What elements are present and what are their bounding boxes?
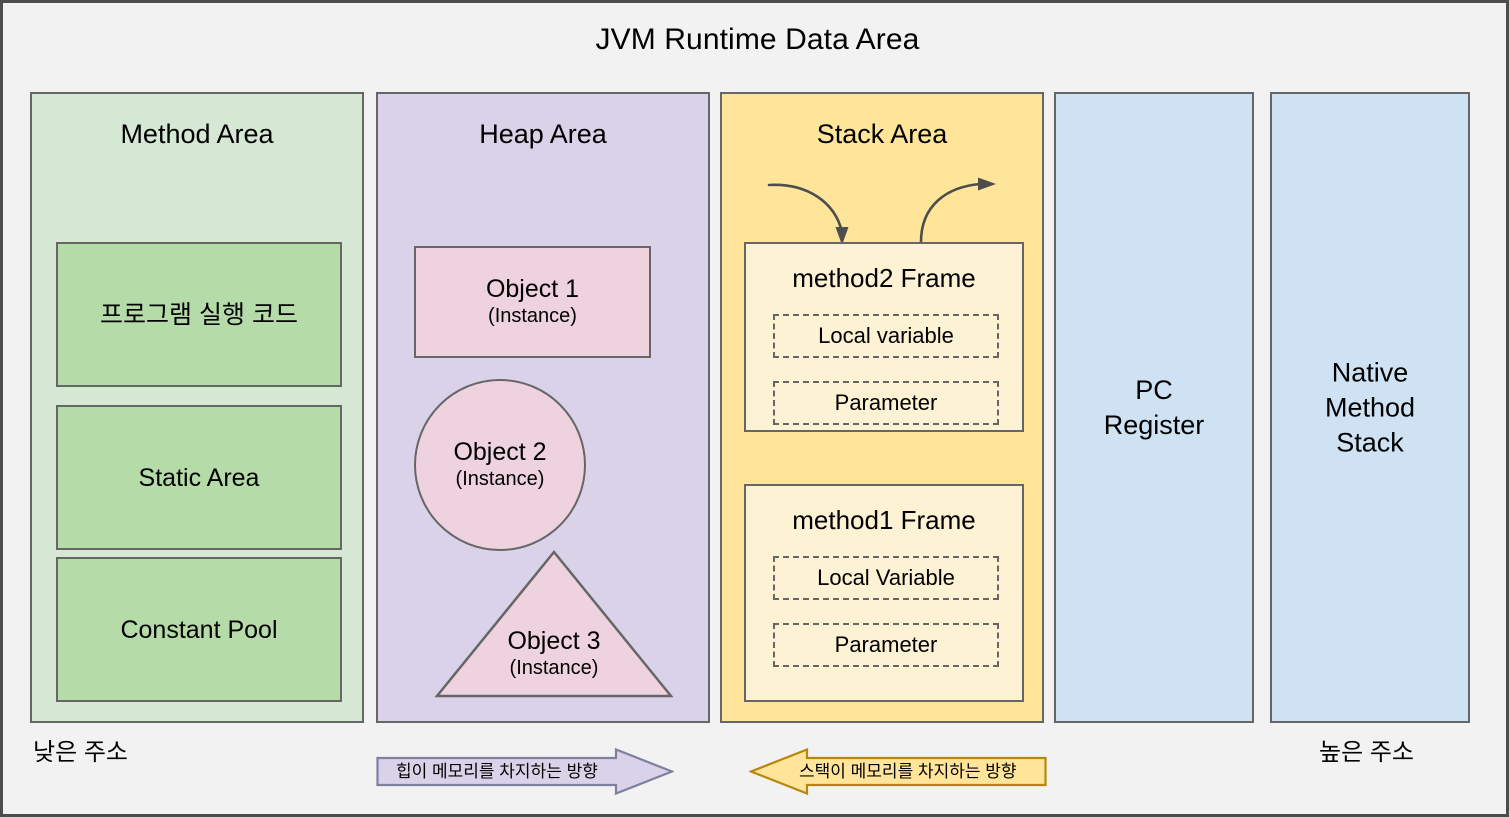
triangle-shape-icon	[434, 550, 674, 698]
right-arrow-icon	[376, 748, 674, 795]
left-arrow-icon	[749, 748, 1047, 795]
heap-object-name: Object 1	[485, 275, 580, 303]
stack-frame-method2: method2 Frame Local variable Parameter	[744, 242, 1024, 432]
native-method-stack-line3: Stack	[1336, 427, 1404, 457]
stack-frame-slot-local-variable: Local Variable	[773, 556, 999, 600]
pop-arrow-icon	[919, 177, 996, 244]
stack-frame-slot-parameter: Parameter	[773, 623, 999, 667]
page-title: JVM Runtime Data Area	[595, 23, 920, 56]
stack-frame-slot-label: Local Variable	[817, 565, 955, 590]
heap-object-subtitle: (Instance)	[488, 305, 577, 327]
method-area-panel: Method Area 프로그램 실행 코드 Static Area Const…	[30, 92, 364, 723]
heap-growth-direction-arrow: 힙이 메모리를 차지하는 방향	[376, 748, 674, 795]
method-area-item-label: Static Area	[138, 463, 260, 492]
native-method-stack-line1: Native	[1331, 357, 1409, 387]
heap-object-1-rectangle: Object 1 (Instance)	[414, 246, 651, 358]
heap-object-name: Object 3	[507, 627, 601, 655]
heap-area-title: Heap Area	[479, 119, 607, 149]
stack-growth-direction-arrow: 스택이 메모리를 차지하는 방향	[749, 748, 1047, 795]
native-method-stack-panel: Native Method Stack	[1270, 92, 1470, 723]
heap-direction-label: 힙이 메모리를 차지하는 방향	[396, 762, 598, 781]
pc-register-panel: PC Register	[1054, 92, 1254, 723]
heap-object-2-circle: Object 2 (Instance)	[414, 379, 586, 551]
method-area-item-label: 프로그램 실행 코드	[100, 300, 298, 329]
method-area-item-program-code: 프로그램 실행 코드	[56, 242, 342, 387]
heap-object-3-triangle: Object 3 (Instance)	[434, 549, 674, 699]
native-method-stack-line2: Method	[1324, 392, 1416, 422]
stack-area-title: Stack Area	[816, 119, 948, 149]
high-address-label: 높은 주소	[1319, 739, 1414, 766]
heap-object-name: Object 2	[453, 438, 547, 466]
heap-area-panel: Heap Area Object 1 (Instance) Object 2 (…	[376, 92, 710, 723]
method-area-title: Method Area	[120, 119, 274, 149]
stack-frame-slot-label: Parameter	[834, 632, 938, 657]
stack-frame-title: method1 Frame	[792, 505, 976, 535]
stack-area-panel: Stack Area method2 Frame Local variable …	[720, 92, 1044, 723]
stack-frame-slot-label: Local variable	[818, 323, 954, 348]
heap-object-subtitle: (Instance)	[455, 468, 545, 490]
heap-object-3-text: Object 3 (Instance)	[434, 627, 674, 681]
stack-frame-slot-local-variable: Local variable	[773, 314, 999, 358]
stack-frame-title: method2 Frame	[792, 263, 976, 293]
method-area-item-label: Constant Pool	[120, 615, 278, 644]
method-area-item-constant-pool: Constant Pool	[56, 557, 342, 702]
pc-register-label: PC Register	[1056, 373, 1252, 443]
push-arrow-icon	[767, 183, 849, 245]
stack-frame-slot-label: Parameter	[834, 390, 938, 415]
native-method-stack-label: Native Method Stack	[1272, 355, 1468, 460]
pc-register-line1: PC	[1135, 374, 1173, 405]
pc-register-line2: Register	[1103, 409, 1205, 440]
stack-direction-label: 스택이 메모리를 차지하는 방향	[799, 762, 1017, 781]
low-address-label: 낮은 주소	[33, 739, 128, 766]
stack-frame-method1: method1 Frame Local Variable Parameter	[744, 484, 1024, 702]
method-area-item-static-area: Static Area	[56, 405, 342, 550]
heap-object-subtitle: (Instance)	[509, 657, 599, 679]
stack-frame-slot-parameter: Parameter	[773, 381, 999, 425]
